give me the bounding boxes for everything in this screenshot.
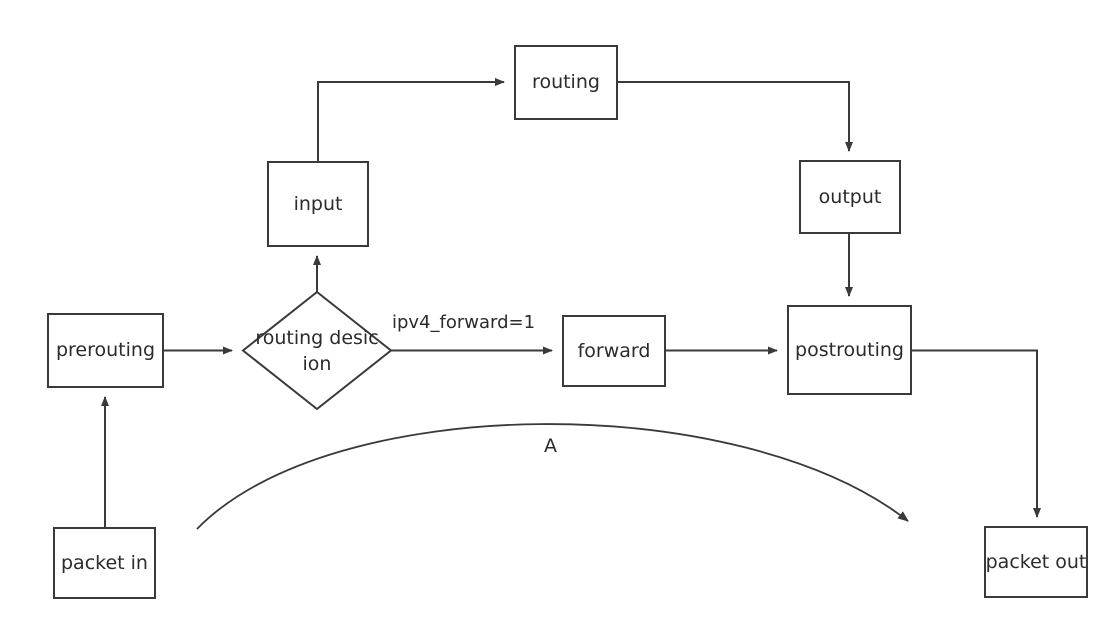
edge-input-to-routing (317, 78, 505, 162)
node-shape-forward[interactable] (562, 315, 666, 387)
node-shape-postrouting[interactable] (787, 305, 912, 395)
arc-label-a: A (544, 435, 557, 457)
edge-postrouting-to-packet-out (911, 349, 1041, 518)
node-shape-routing[interactable] (514, 45, 618, 120)
node-shape-prerouting[interactable] (47, 313, 164, 388)
edge-label-ipv4-forward: ipv4_forward=1 (392, 312, 536, 333)
edges (101, 78, 1041, 530)
node-shapes (47, 45, 1088, 599)
node-shape-input[interactable] (267, 161, 369, 247)
node-shape-packet-out[interactable] (984, 526, 1088, 598)
node-shape-packet-in[interactable] (53, 527, 156, 599)
node-shape-output[interactable] (799, 160, 901, 234)
edge-arc-a-flow (196, 423, 909, 530)
node-shape-routing-decision[interactable] (241, 290, 393, 411)
edge-routing-to-output (617, 81, 853, 152)
